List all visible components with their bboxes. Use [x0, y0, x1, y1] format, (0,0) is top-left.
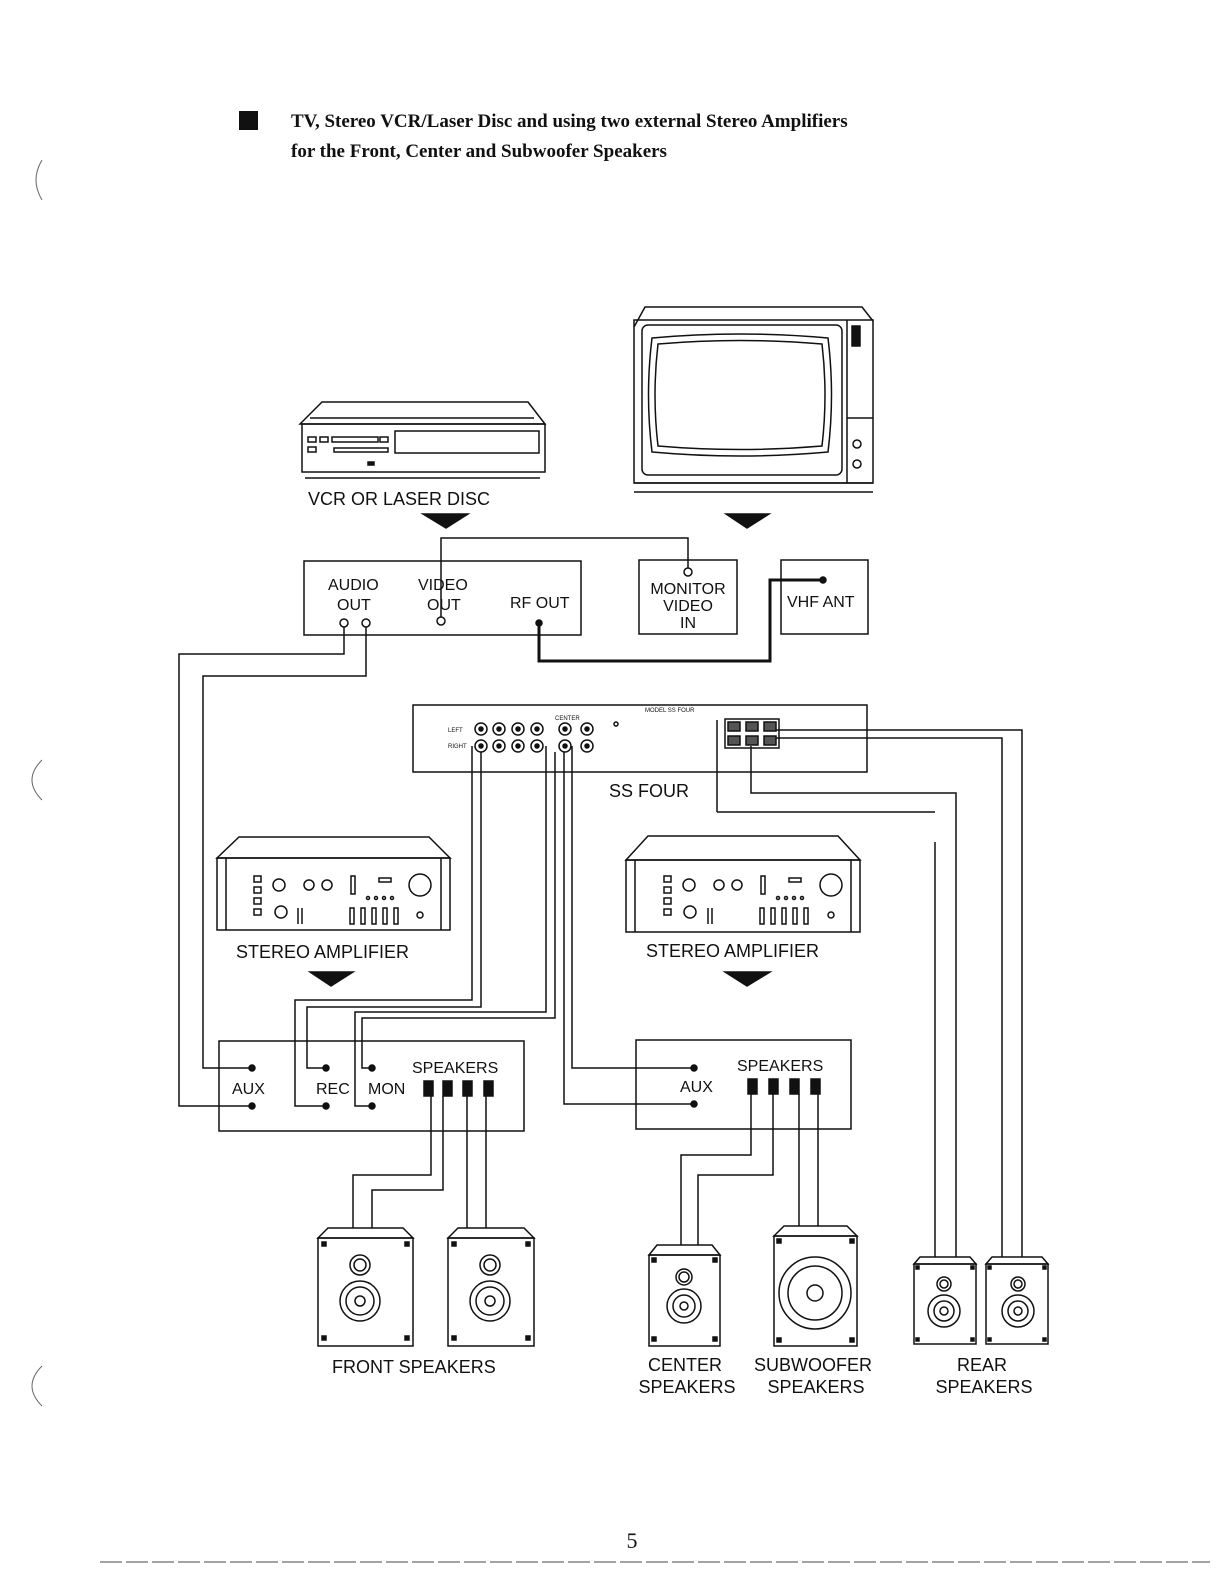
amp-right-speakers-label: SPEAKERS	[737, 1058, 823, 1075]
front-speakers-label: FRONT SPEAKERS	[332, 1357, 496, 1377]
subwoofer-speaker-icon	[772, 1225, 859, 1347]
tv-icon	[633, 306, 874, 493]
amp-left-speakers-label: SPEAKERS	[412, 1060, 498, 1077]
arrow-amp-left	[307, 971, 356, 987]
rear-speakers-label-2: SPEAKERS	[935, 1377, 1032, 1397]
ss-four-model-label: MODEL SS FOUR	[645, 708, 695, 714]
rear-speaker-right-icon	[984, 1256, 1050, 1345]
arrow-amp-right	[722, 971, 773, 987]
vhf-ant-label: VHF ANT	[787, 594, 855, 611]
amp-left-mon-label: MON	[368, 1081, 405, 1098]
stereo-amplifier-left-icon	[215, 836, 452, 931]
ss-four-label: SS FOUR	[609, 781, 689, 801]
stereo-amplifier-right-icon	[624, 835, 862, 933]
amp-left-label: STEREO AMPLIFIER	[236, 942, 409, 962]
page-number: 5	[626, 1528, 638, 1553]
monitor-label-1: MONITOR	[650, 581, 725, 598]
vhf-ant-box	[780, 559, 869, 635]
rear-speakers-label-1: REAR	[957, 1355, 1007, 1375]
audio-out-label-2: OUT	[337, 597, 371, 614]
front-speaker-left-icon	[316, 1227, 415, 1347]
rf-out-label: RF OUT	[510, 595, 570, 612]
video-out-label-1: VIDEO	[418, 577, 468, 594]
amp-right-rear-panel	[635, 1039, 852, 1130]
vcr-label: VCR OR LASER DISC	[308, 489, 490, 509]
ss-four-right-label: RIGHT	[448, 744, 467, 750]
vcr-rear-panel	[303, 560, 582, 636]
amp-left-aux-label: AUX	[232, 1081, 265, 1098]
bullet-square	[239, 111, 258, 130]
ss-four-center-label: CENTER	[555, 716, 580, 722]
binder-hole-bottom	[31, 1365, 43, 1407]
binder-hole-middle	[31, 759, 43, 801]
ss-four-unit	[412, 704, 935, 813]
front-speaker-right-icon	[446, 1227, 536, 1347]
section-heading: TV, Stereo VCR/Laser Disc and using two …	[291, 107, 848, 167]
amp-right-aux-label: AUX	[680, 1079, 713, 1096]
amp-right-label: STEREO AMPLIFIER	[646, 941, 819, 961]
audio-out-label-1: AUDIO	[328, 577, 379, 594]
center-speakers-label-1: CENTER	[648, 1355, 722, 1375]
arrow-tv	[723, 513, 772, 529]
video-out-label-2: OUT	[427, 597, 461, 614]
amp-left-rear-panel	[218, 1040, 525, 1132]
ss-four-left-label: LEFT	[448, 728, 463, 734]
vcr-icon	[298, 401, 547, 479]
center-speaker-icon	[647, 1244, 722, 1347]
subwoofer-speakers-label-1: SUBWOOFER	[754, 1355, 872, 1375]
monitor-label-3: IN	[680, 615, 696, 632]
rear-speaker-left-icon	[912, 1256, 978, 1345]
center-speakers-label-2: SPEAKERS	[638, 1377, 735, 1397]
subwoofer-speakers-label-2: SPEAKERS	[767, 1377, 864, 1397]
monitor-label-2: VIDEO	[663, 598, 713, 615]
amp-left-rec-label: REC	[316, 1081, 350, 1098]
binder-hole-top	[35, 159, 43, 201]
video-cable	[440, 537, 689, 617]
rf-cable	[537, 578, 823, 663]
heading-line-1: TV, Stereo VCR/Laser Disc and using two …	[291, 111, 848, 132]
arrow-vcr	[420, 513, 471, 529]
heading-line-2: for the Front, Center and Subwoofer Spea…	[291, 141, 667, 162]
